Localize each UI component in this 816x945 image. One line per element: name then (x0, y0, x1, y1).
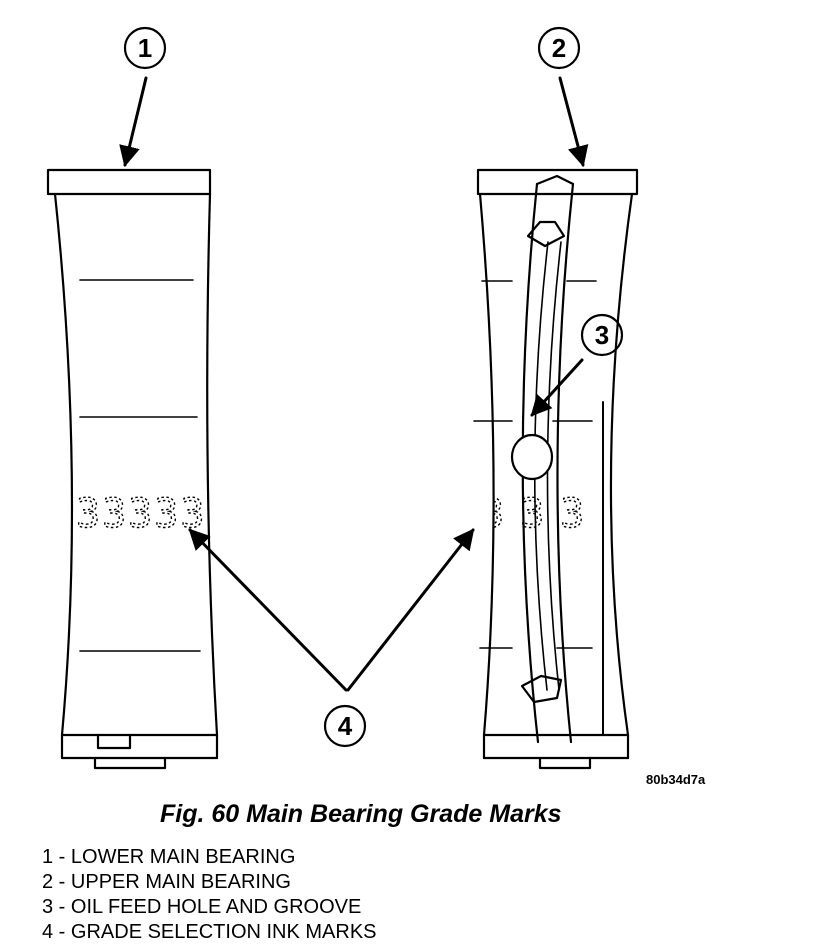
legend: 1 - LOWER MAIN BEARING 2 - UPPER MAIN BE… (42, 845, 377, 945)
upper-bearing-locating-tab (538, 756, 592, 770)
legend-item: 2 - UPPER MAIN BEARING (42, 870, 377, 895)
legend-item: 4 - GRADE SELECTION INK MARKS (42, 920, 377, 945)
figure-caption: Fig. 60 Main Bearing Grade Marks (160, 800, 562, 828)
legend-separator: - (53, 846, 71, 868)
legend-number: 3 (42, 896, 54, 918)
callout-4-arrow-right (346, 528, 475, 692)
legend-label: UPPER MAIN BEARING (70, 871, 291, 893)
callout-4-arrow-left (188, 528, 348, 692)
callout-1-number: 1 (138, 33, 152, 63)
legend-number: 4 (42, 921, 54, 943)
lower-main-bearing (46, 168, 219, 770)
callout-2-circle (537, 26, 581, 70)
groove-end-cap-top (526, 220, 566, 248)
legend-label: GRADE SELECTION INK MARKS (70, 921, 377, 943)
callout-3-arrow (530, 358, 584, 417)
groove-end-cap-bottom (520, 674, 563, 704)
upper-main-bearing (473, 168, 639, 770)
lower-bearing-shell (53, 192, 219, 737)
oil-feed-hole (510, 433, 554, 481)
ink-marks-lower: 33333 (76, 491, 206, 537)
lower-bearing-top-flange (46, 168, 212, 196)
callout-2-arrow (558, 76, 589, 168)
legend-separator: - (53, 871, 71, 893)
legend-separator: - (53, 921, 71, 943)
callout-4-number: 4 (338, 711, 353, 741)
oil-feed-groove (510, 174, 575, 744)
ink-marks-upper: 333 (480, 491, 600, 537)
callout-1-circle (123, 26, 167, 70)
legend-separator: - (53, 896, 71, 918)
legend-label: LOWER MAIN BEARING (70, 846, 296, 868)
callout-1-arrow (119, 76, 148, 168)
legend-item: 1 - LOWER MAIN BEARING (42, 845, 377, 870)
upper-bearing-top-flange (476, 168, 639, 196)
callout-2-number: 2 (552, 33, 566, 63)
callout-3-number: 3 (595, 320, 609, 350)
callout-3-circle (580, 313, 624, 357)
legend-number: 2 (42, 871, 54, 893)
legend-item: 3 - OIL FEED HOLE AND GROOVE (42, 895, 377, 920)
legend-number: 1 (42, 846, 54, 868)
lower-bearing-locating-tab (93, 733, 167, 770)
callout-4-circle (323, 704, 367, 748)
bearing-diagram: 33333 333 1 2 3 4 (46, 26, 639, 770)
legend-label: OIL FEED HOLE AND GROOVE (70, 896, 362, 918)
figure-id: 80b34d7a (646, 772, 706, 787)
upper-bearing-shell (478, 192, 634, 737)
